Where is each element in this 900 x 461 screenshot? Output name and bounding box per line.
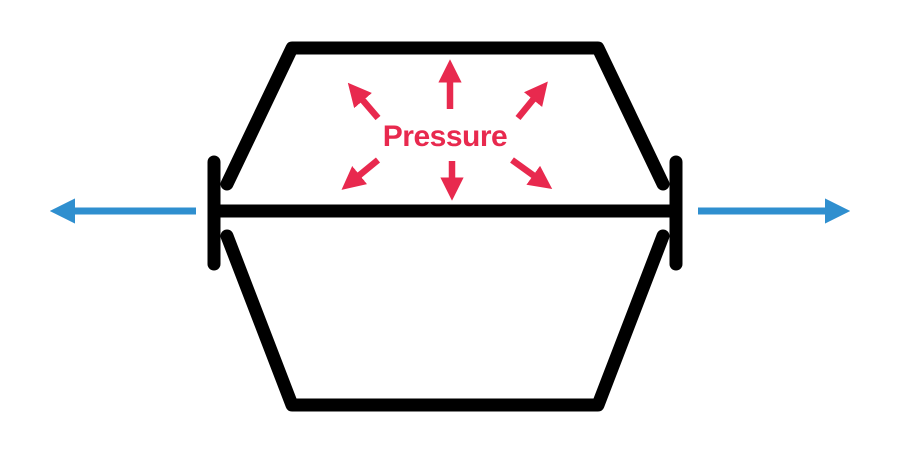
- pressure-arrow-down-right: [510, 157, 553, 189]
- vessel-upper-outline: [220, 41, 670, 191]
- pressure-arrow-down-left: [341, 157, 381, 190]
- pressure-arrows: [341, 59, 553, 201]
- vessel-lower-outline: [220, 229, 670, 412]
- pressure-arrow-up-left: [347, 82, 381, 121]
- pressure-arrow-up-right: [515, 81, 548, 121]
- pressure-label: Pressure: [383, 120, 507, 153]
